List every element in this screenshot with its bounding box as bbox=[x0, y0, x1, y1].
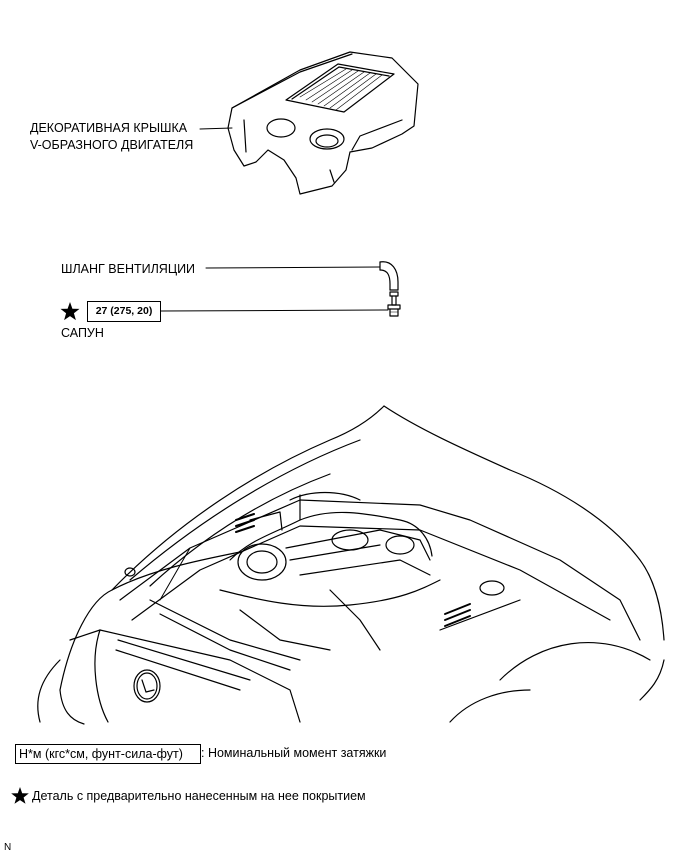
legend-star-icon bbox=[11, 787, 29, 804]
coated-part-description: Деталь с предварительно нанесенным на не… bbox=[32, 789, 366, 803]
hose-label: ШЛАНГ ВЕНТИЛЯЦИИ bbox=[61, 262, 196, 276]
torque-units-box: Н*м (кгс*см, фунт-сила-фут) bbox=[15, 744, 201, 764]
leader-torque bbox=[159, 309, 389, 312]
cover-label-line1: ДЕКОРАТИВНАЯ КРЫШКА bbox=[30, 121, 188, 135]
hose-illustration bbox=[379, 261, 399, 291]
star-icon bbox=[60, 302, 80, 321]
vehicle-illustration bbox=[37, 405, 665, 725]
leader-hose bbox=[205, 266, 381, 269]
leader-cover bbox=[199, 127, 233, 130]
engine-cover-illustration bbox=[227, 51, 419, 195]
torque-units: Н*м (кгс*см, фунт-сила-фут) bbox=[19, 747, 183, 761]
breather-illustration bbox=[387, 291, 401, 317]
breather-label: САПУН bbox=[61, 326, 104, 340]
torque-description: : Номинальный момент затяжки bbox=[201, 746, 387, 760]
torque-box: 27 (275, 20) bbox=[87, 301, 161, 322]
cover-label-line2: V-ОБРАЗНОГО ДВИГАТЕЛЯ bbox=[30, 138, 194, 152]
footer-code: N bbox=[4, 842, 12, 853]
torque-value: 27 (275, 20) bbox=[95, 305, 153, 317]
